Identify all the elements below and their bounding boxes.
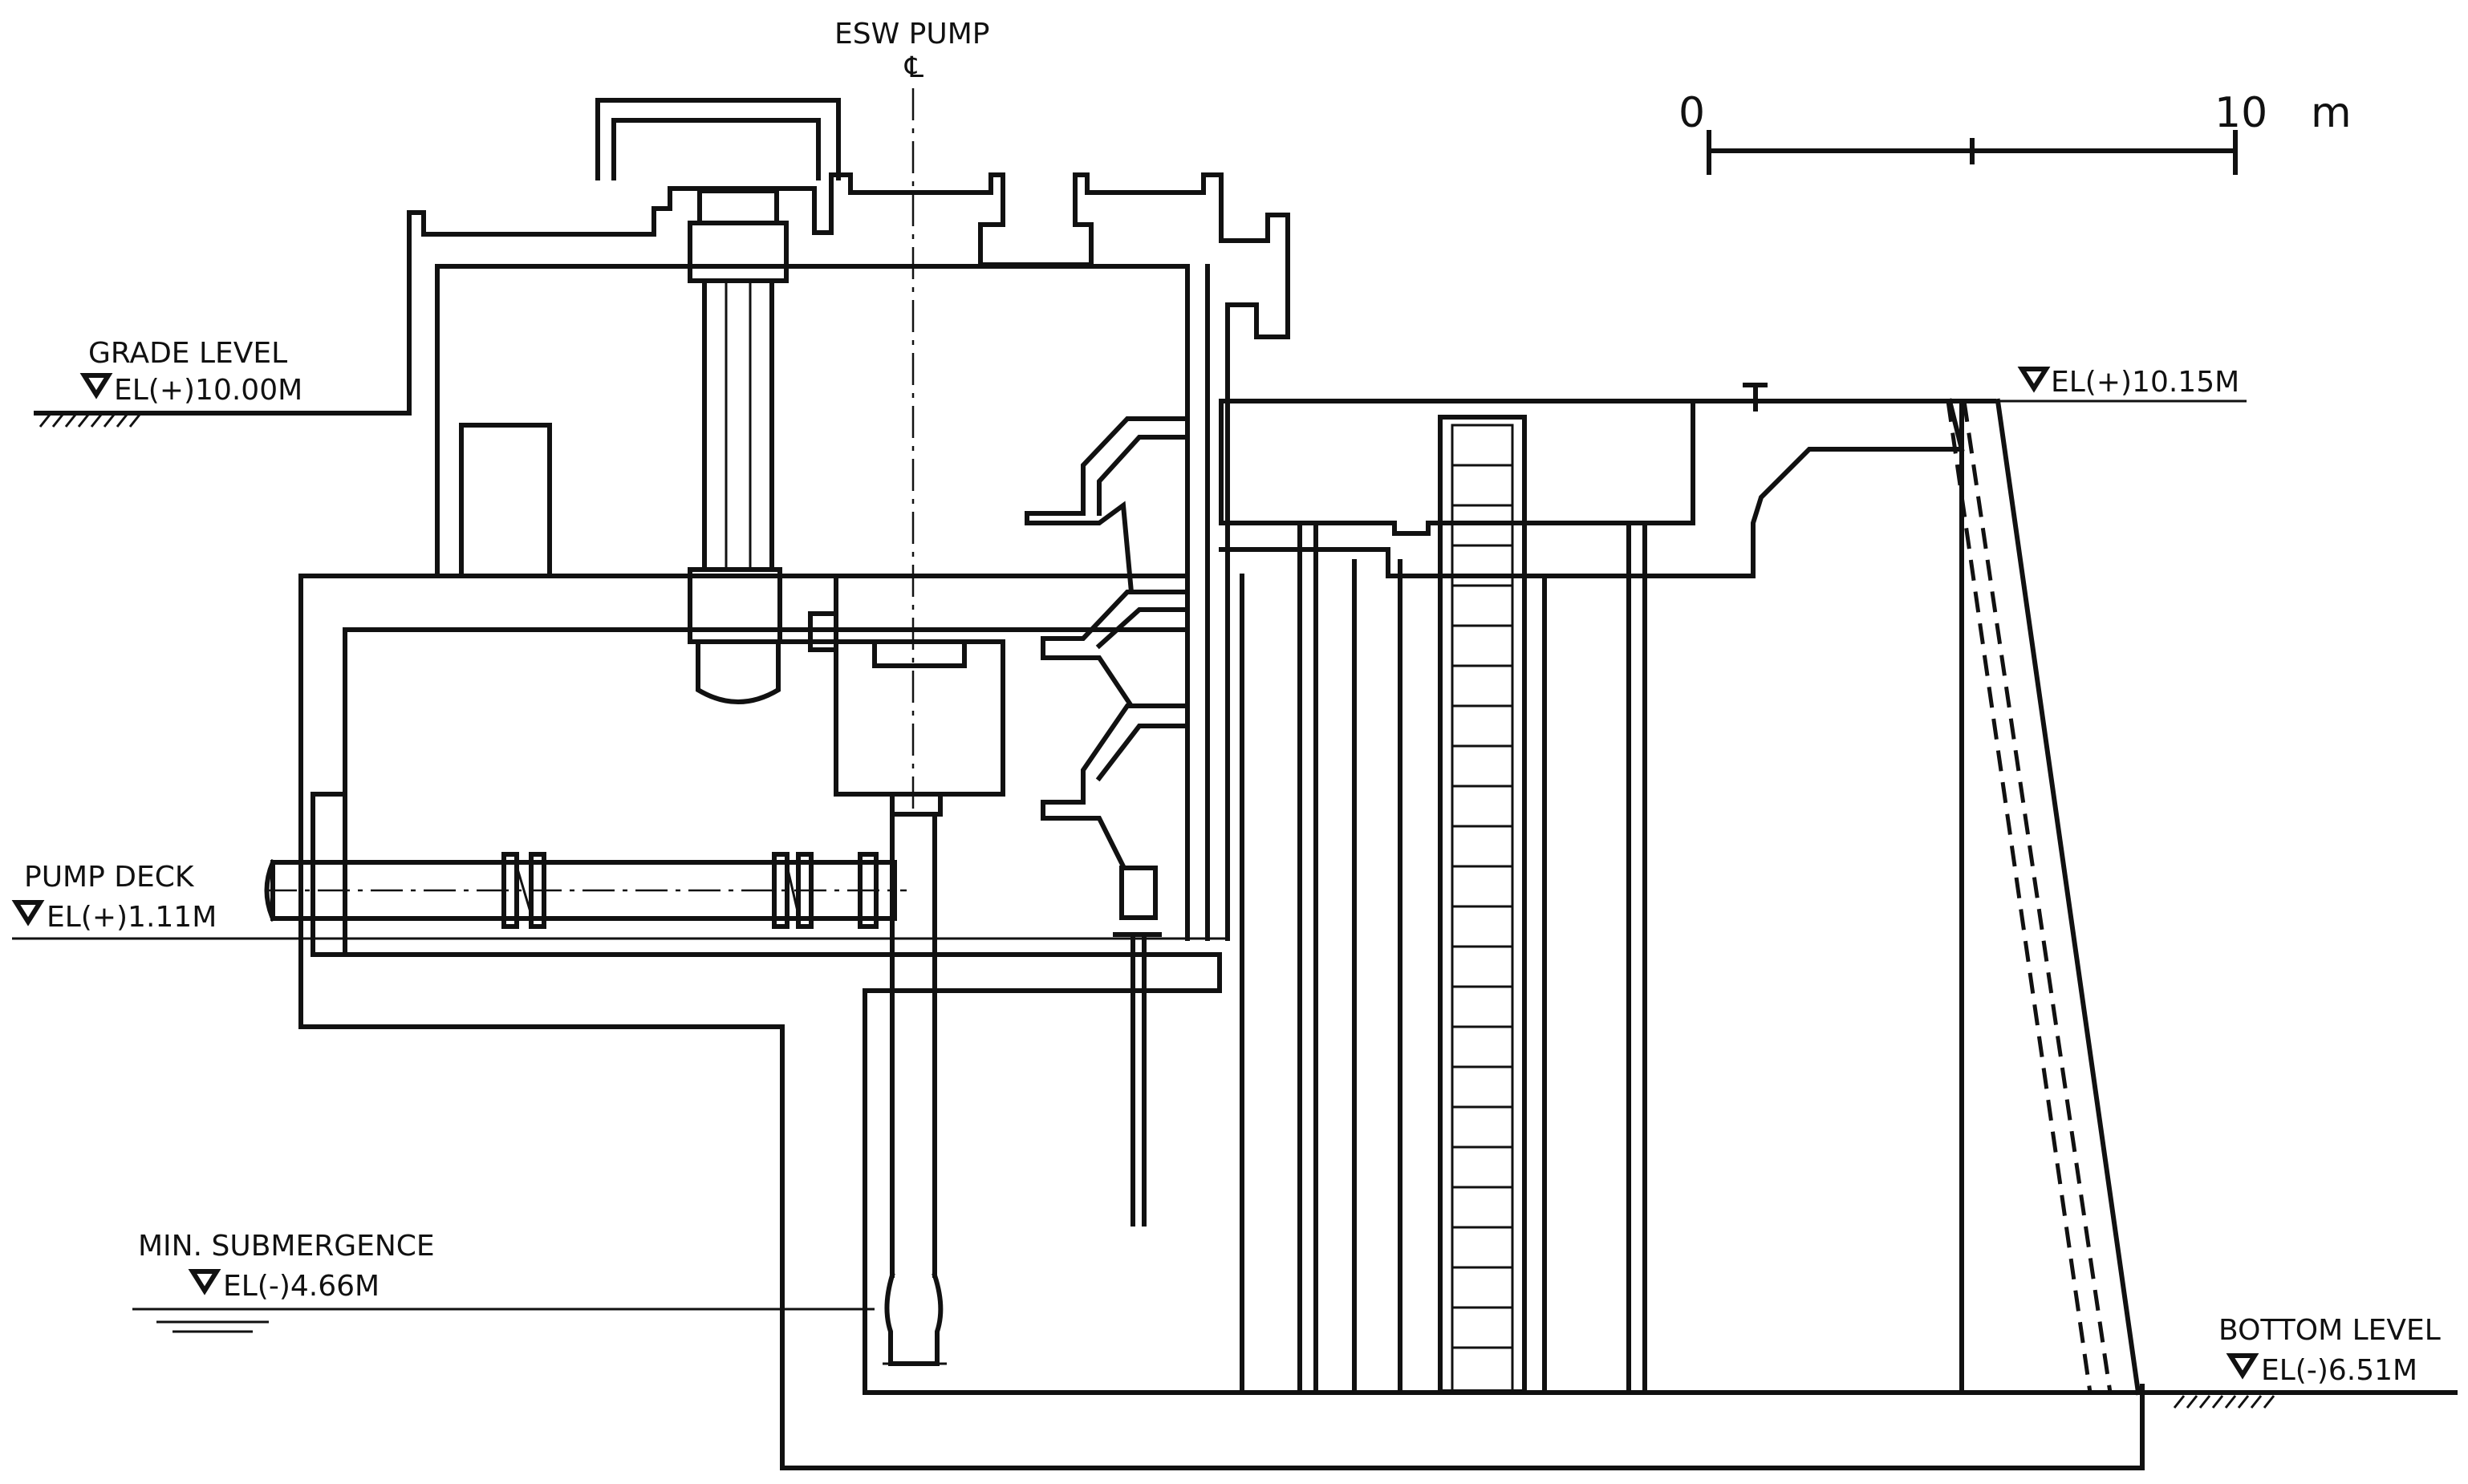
grade-level-elevation: EL(+)10.00M [114,374,302,407]
scale-end-label: 10 [2214,89,2267,137]
discharge-pipe [264,852,907,929]
esw-pump [834,639,1005,1366]
top-level-marker: EL(+)10.15M [1982,366,2247,403]
scale-unit-label: m [2311,89,2352,137]
bottom-level-elevation: EL(-)6.51M [2261,1354,2417,1387]
bottom-level-name: BOTTOM LEVEL [2218,1314,2441,1347]
scale-start-label: 0 [1678,89,1705,137]
centerline-symbol: ℄ [904,51,923,84]
min-submergence-name: MIN. SUBMERGENCE [138,1230,435,1263]
motor-assembly [688,189,838,704]
top-level-elevation: EL(+)10.15M [2051,366,2239,399]
ladder-rungs [1452,464,1512,1349]
pump-house-structure [298,98,2145,1470]
pump-deck-name: PUMP DECK [24,861,195,894]
stair-rack [1025,416,1190,870]
pump-deck-marker: PUMP DECK EL(+)1.11M [11,861,1228,940]
min-submergence-marker: MIN. SUBMERGENCE EL(-)4.66M [132,1230,875,1333]
min-submergence-elevation: EL(-)4.66M [223,1270,380,1303]
bottom-level-marker: BOTTOM LEVEL EL(-)6.51M [2140,1314,2458,1409]
pump-deck-elevation: EL(+)1.11M [47,901,217,934]
intake-structure [1219,383,2141,1396]
pump-title: ESW PUMP [834,18,989,51]
valve-rod [1113,866,1162,1227]
scale-bar: 0 10 m [1678,89,2352,175]
grade-level-name: GRADE LEVEL [88,337,287,370]
grade-level-marker: GRADE LEVEL EL(+)10.00M [34,337,412,428]
